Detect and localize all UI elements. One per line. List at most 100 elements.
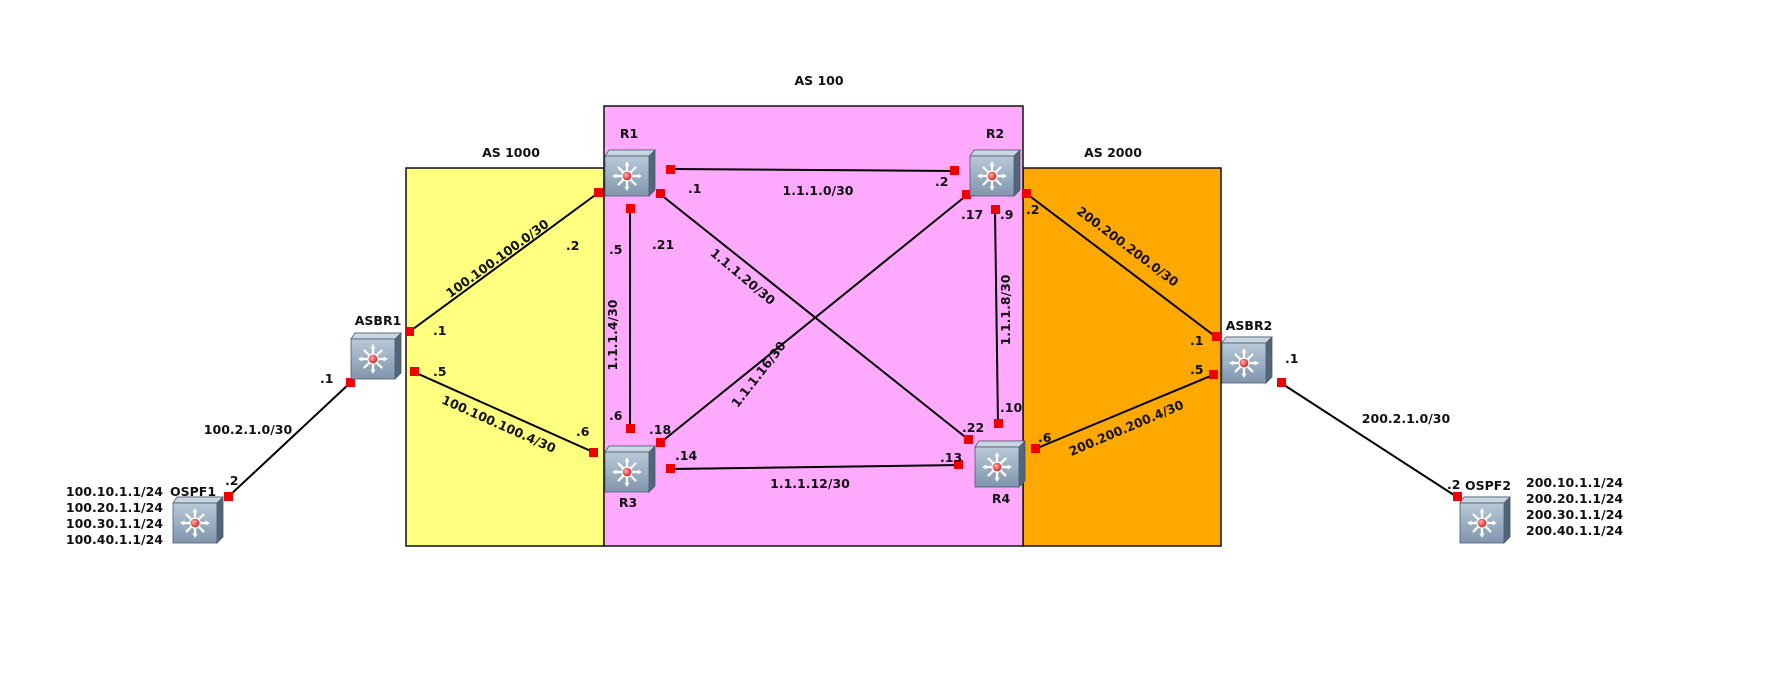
port-marker: [1277, 378, 1286, 387]
links: [227, 168, 1458, 498]
subnet-label-asbr1-ospf1: 100.2.1.0/30: [204, 422, 293, 437]
link-r4-asbr2[interactable]: [1034, 374, 1214, 450]
ospf1-network: 100.30.1.1/24: [66, 516, 163, 531]
as100-title: AS 100: [794, 73, 843, 88]
asbr1-name: ASBR1: [355, 313, 402, 328]
ip-label: .22: [962, 420, 984, 435]
subnet-label-r1-r2: 1.1.1.0/30: [783, 183, 854, 198]
port-marker: [224, 492, 233, 501]
r3-icon[interactable]: [603, 444, 657, 494]
r1-name: R1: [620, 126, 638, 141]
ospf2-network: 200.20.1.1/24: [1526, 491, 1623, 506]
link-r2-r3[interactable]: [659, 194, 968, 444]
port-marker: [656, 438, 665, 447]
link-asbr1-ospf1[interactable]: [227, 382, 351, 498]
ip-label: .2: [1447, 477, 1460, 492]
port-marker: [1022, 189, 1031, 198]
ip-label: .1: [1285, 351, 1298, 366]
subnet-label-r1-r3: 1.1.1.4/30: [605, 299, 620, 370]
link-r2-r4[interactable]: [994, 209, 999, 426]
asbr1-icon[interactable]: [349, 331, 403, 381]
link-r1-r2[interactable]: [669, 168, 956, 172]
ip-label: .6: [576, 424, 590, 439]
ospf1-network-list: 100.10.1.1/24 100.20.1.1/24 100.30.1.1/2…: [66, 484, 163, 547]
port-marker: [1453, 492, 1462, 501]
interface-ip-labels: .1 .2 .5 .6 .21 .22 .17 .18 .9 .10 .14 .…: [225, 174, 1460, 492]
ospf1-network: 100.40.1.1/24: [66, 532, 163, 547]
ospf2-network-list: 200.10.1.1/24 200.20.1.1/24 200.30.1.1/2…: [1526, 475, 1623, 538]
port-marker: [656, 189, 665, 198]
link-asbr1-r3[interactable]: [413, 371, 594, 453]
ip-label: .1: [1190, 333, 1203, 348]
port-marker: [954, 460, 963, 469]
link-asbr1-r1[interactable]: [408, 192, 599, 333]
r1-icon[interactable]: [603, 148, 657, 198]
ip-label: .2: [566, 238, 579, 253]
ospf2-network: 200.40.1.1/24: [1526, 523, 1623, 538]
link-r2-asbr2[interactable]: [1026, 193, 1217, 338]
r2-name: R2: [986, 126, 1004, 141]
port-markers: [224, 165, 1462, 501]
ip-label: .5: [609, 242, 622, 257]
asbr2-icon[interactable]: [1220, 335, 1274, 385]
r2-icon[interactable]: [968, 148, 1022, 198]
r4-name: R4: [992, 491, 1011, 506]
port-marker: [950, 166, 959, 175]
as2000-area: [1022, 167, 1222, 547]
link-r1-r4[interactable]: [659, 193, 970, 441]
port-marker: [410, 367, 419, 376]
port-marker: [666, 165, 675, 174]
port-marker: [405, 327, 414, 336]
ospf1-icon[interactable]: [171, 495, 225, 545]
link-r3-r4[interactable]: [669, 464, 961, 470]
ip-label: .5: [433, 364, 446, 379]
ip-label: .13: [940, 450, 962, 465]
port-marker: [991, 205, 1000, 214]
ip-label: .5: [1190, 362, 1203, 377]
as2000-title: AS 2000: [1084, 145, 1142, 160]
subnet-label-r3-r4: 1.1.1.12/30: [770, 476, 850, 491]
subnet-label-asbr2-ospf2: 200.2.1.0/30: [1362, 411, 1451, 426]
ip-label: .9: [1000, 207, 1013, 222]
port-marker: [594, 188, 603, 197]
r4-icon[interactable]: [973, 439, 1027, 489]
port-marker: [589, 448, 598, 457]
port-marker: [626, 204, 635, 213]
asbr2-name: ASBR2: [1226, 318, 1273, 333]
ospf2-icon[interactable]: [1458, 495, 1512, 545]
ospf1-network: 100.10.1.1/24: [66, 484, 163, 499]
ip-label: .2: [935, 174, 948, 189]
ip-label: .1: [433, 323, 446, 338]
ip-label: .10: [1000, 400, 1022, 415]
port-marker: [1209, 370, 1218, 379]
ip-label: .14: [675, 448, 697, 463]
port-marker: [1031, 444, 1040, 453]
ip-label: .6: [609, 408, 623, 423]
ip-label: .2: [1026, 202, 1039, 217]
port-marker: [626, 424, 635, 433]
port-marker: [1212, 332, 1221, 341]
ospf2-network: 200.10.1.1/24: [1526, 475, 1623, 490]
subnet-label-r2-r4: 1.1.1.8/30: [998, 274, 1013, 345]
ospf2-name: OSPF2: [1465, 478, 1511, 493]
port-marker: [962, 190, 971, 199]
ip-label: .1: [688, 181, 701, 196]
ospf1-network: 100.20.1.1/24: [66, 500, 163, 515]
port-marker: [964, 435, 973, 444]
ospf1-name: OSPF1: [170, 484, 216, 499]
ip-label: .21: [652, 237, 674, 252]
ip-label: .2: [225, 473, 238, 488]
ip-label: .1: [320, 371, 333, 386]
ospf2-network: 200.30.1.1/24: [1526, 507, 1623, 522]
ip-label: .17: [961, 207, 983, 222]
ip-label: .6: [1038, 430, 1052, 445]
port-marker: [666, 464, 675, 473]
ip-label: .18: [649, 422, 671, 437]
as1000-title: AS 1000: [482, 145, 540, 160]
link-asbr2-ospf2[interactable]: [1280, 382, 1458, 498]
r3-name: R3: [619, 495, 637, 510]
port-marker: [994, 419, 1003, 428]
port-marker: [346, 378, 355, 387]
as1000-area: [405, 167, 605, 547]
